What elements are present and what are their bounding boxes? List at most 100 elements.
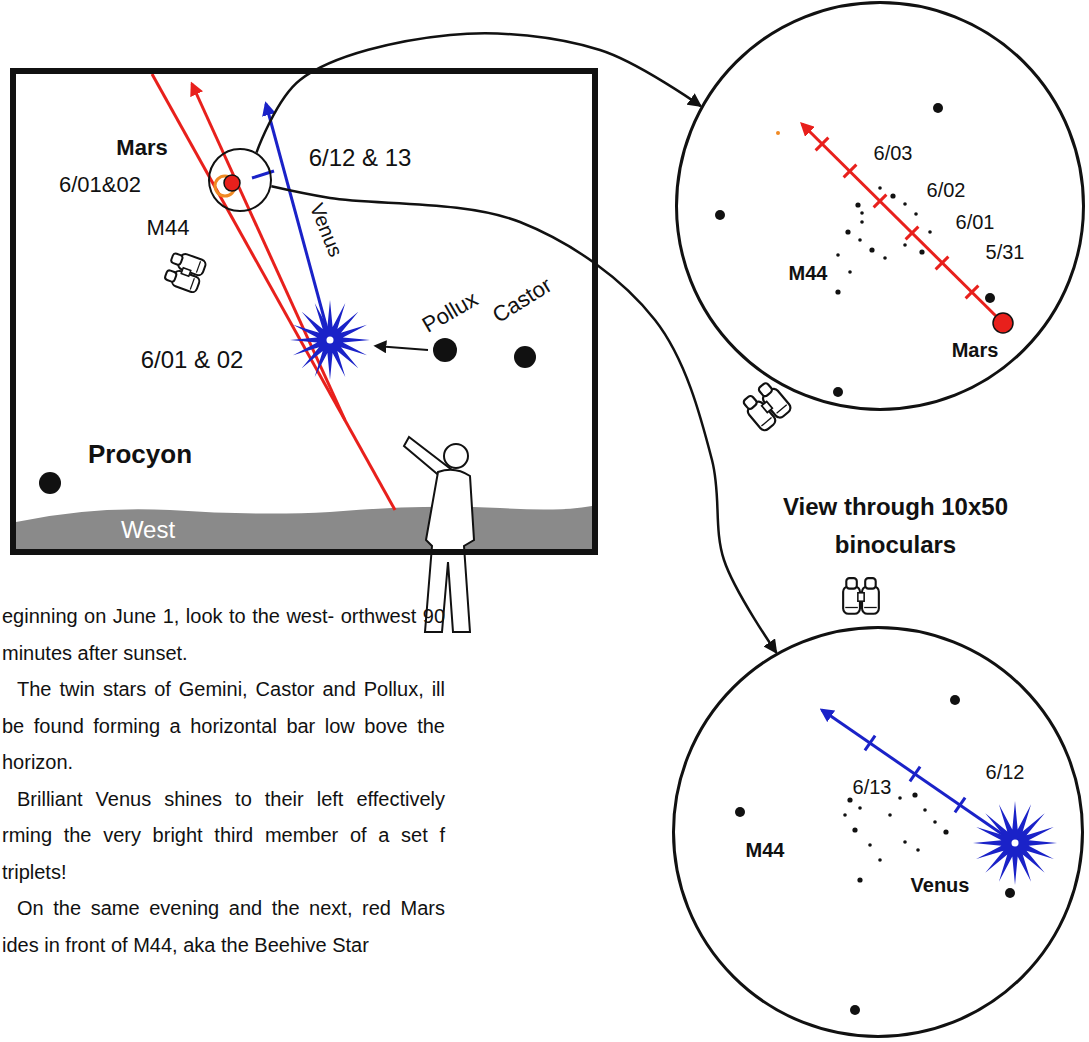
date-label: 6/01 & 02 [141,346,244,374]
sky-line [936,257,949,270]
sky-line [966,286,979,299]
date-label: 6/01 [956,211,995,234]
castor-dot [514,346,536,368]
cluster-star [888,813,892,817]
cluster-star [858,806,862,810]
binocular-view-circle: 6/13 6/12M44Venus [672,626,1084,1038]
cluster-star [916,848,920,852]
date-label: 6/12 [986,761,1025,784]
circle-border [209,149,271,211]
circle-outline [208,148,272,212]
binocular-view-circle: 6/036/026/015/31M44Mars [675,1,1085,411]
cluster-star [836,253,840,257]
cluster-star [869,247,874,252]
sky-circle [715,210,725,220]
cluster-star [878,858,882,862]
cluster-star [883,256,887,260]
field-stars [735,695,1015,1015]
cluster-star [860,211,864,215]
cluster-star [857,877,862,882]
binocular-icon [163,250,207,294]
cluster-star [923,808,927,812]
date-label: 5/31 [986,241,1025,264]
cluster-star [890,193,895,198]
cluster-star [858,238,862,242]
circle-border [674,628,1083,1037]
star-label: Procyon [88,440,192,470]
cluster-star [878,186,882,190]
cluster-star [855,202,860,207]
m44-cluster [835,186,931,294]
direction-label: West [121,516,175,544]
sky-circle [833,387,843,397]
planet-label: Venus [911,874,970,897]
cluster-star [835,289,840,294]
sky-circle [850,1005,860,1015]
faint-star [776,131,780,135]
sky-line [865,736,875,751]
instruction-paragraph: eginning on June 1, look to the west- or… [2,598,445,671]
view-caption: View through 10x50 binoculars [783,488,1008,564]
date-label: 6/13 [853,776,892,799]
star-label: Castor [488,272,556,328]
cluster-label: M44 [147,215,190,240]
star-core [1012,840,1019,847]
mars-dot [993,313,1013,333]
observer-figure [404,437,474,632]
sky-line [906,227,919,240]
cluster-star [847,797,852,802]
star-burst [290,300,370,380]
sky-circle [985,293,995,303]
cluster-star [843,813,847,817]
cluster-star [852,827,857,832]
cluster-star [903,202,907,206]
mars-dot [224,175,240,191]
cluster-star [912,792,917,797]
zoom-arrow [256,33,700,152]
star-core [327,337,334,344]
venus-date-ticks [865,736,965,813]
observer-head [444,444,468,468]
cluster-star [928,230,932,234]
star-label: Pollux [418,286,483,338]
instruction-paragraph: On the same evening and the next, red Ma… [2,890,445,963]
cluster-star [914,212,918,216]
circle-border [677,3,1084,410]
venus-star [290,300,370,380]
procyon-dot [39,472,61,494]
circle-outline [672,626,1084,1038]
instruction-paragraph: Brilliant Venus shines to their left eff… [2,781,445,891]
sky-circle [933,103,943,113]
sky-line [955,798,965,813]
cluster-star [848,270,852,274]
sky-line [844,165,857,178]
date-label: 6/02 [927,179,966,202]
sky-line [910,767,920,782]
date-label: 6/12 & 13 [309,144,412,172]
cluster-star [903,840,907,844]
instruction-text: eginning on June 1, look to the west- or… [2,598,445,963]
sky-circle [1005,888,1015,898]
cluster-label: M44 [789,262,828,285]
cluster-star [845,229,850,234]
cluster-star [903,243,907,247]
sky-circle [950,695,960,705]
venus-star [973,801,1057,885]
pollux-arrow [376,346,428,350]
zoom-circle: 6/12 & 13 [208,148,272,212]
star-burst [973,801,1057,885]
planet-label: Mars [116,135,167,160]
cluster-star [933,820,937,824]
sky-line [816,138,829,151]
mars-path-arrow [802,124,1003,323]
horizon-ground [16,506,592,549]
instruction-paragraph: The twin stars of Gemini, Castor and Pol… [2,671,445,781]
m44-cluster [843,792,948,882]
binocular-icon [843,578,879,614]
circle-outline [675,1,1085,411]
cluster-label: M44 [746,839,785,862]
date-label: 6/01&02 [59,172,141,197]
zoom-arrow [271,186,776,652]
mars-date-ticks [816,138,979,299]
cluster-star [898,796,902,800]
